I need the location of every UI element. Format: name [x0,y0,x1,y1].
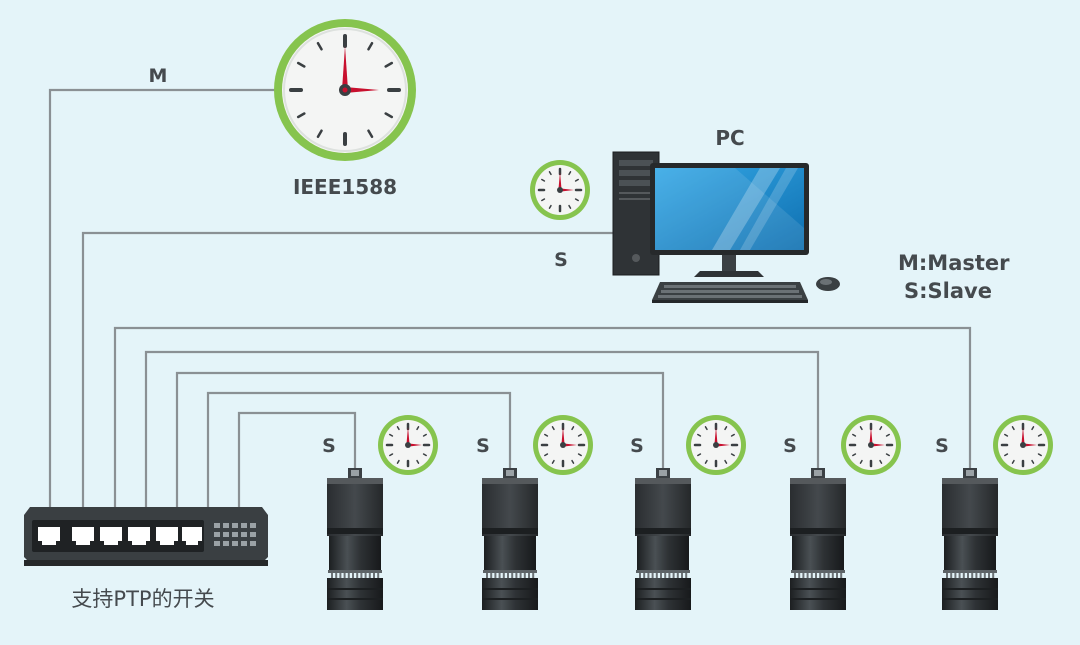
camera-4-wire [144,350,820,510]
monitor-icon [650,163,809,277]
legend-slave: S:Slave [904,279,992,303]
pc-slave-tag: S [554,249,568,271]
mouse-icon [816,277,840,291]
pc [612,151,840,303]
network-wires [48,88,972,510]
camera-slave-tag: S [935,435,949,457]
pc-clock-icon [530,160,590,220]
pc-wire [81,231,614,510]
legend-master: M:Master [898,251,1010,275]
camera-clock-icon [533,415,593,475]
camera-clock-icon [841,415,901,475]
camera-clock-icon [993,415,1053,475]
camera-icon [482,468,538,610]
master-clock [274,19,416,161]
camera-slave-tag: S [322,435,336,457]
clock-icon [274,19,416,161]
master-tag: M [149,65,168,87]
camera-slave-tag: S [783,435,797,457]
camera-slave-tag: S [630,435,644,457]
pc-label: PC [715,126,744,150]
camera-slave-tag: S [476,435,490,457]
ptp-switch [24,507,268,566]
switch-icon [24,507,268,566]
camera-icon [942,468,998,610]
camera-clock-icon [686,415,746,475]
camera-icon [327,468,383,610]
camera-5-wire [113,326,972,510]
ieee-label: IEEE1588 [293,175,397,199]
camera-icon [790,468,846,610]
master-clock-wire [48,88,285,510]
camera-3-wire [175,371,665,510]
legend: M:Master S:Slave [898,251,1010,303]
camera-clock-icon [378,415,438,475]
switch-caption: 支持PTP的开关 [71,587,214,611]
camera-1-wire [237,411,357,510]
keyboard-icon [652,282,808,303]
camera-2-wire [206,391,512,510]
slave-devices: S S S S S [322,160,1053,610]
camera-icon [635,468,691,610]
